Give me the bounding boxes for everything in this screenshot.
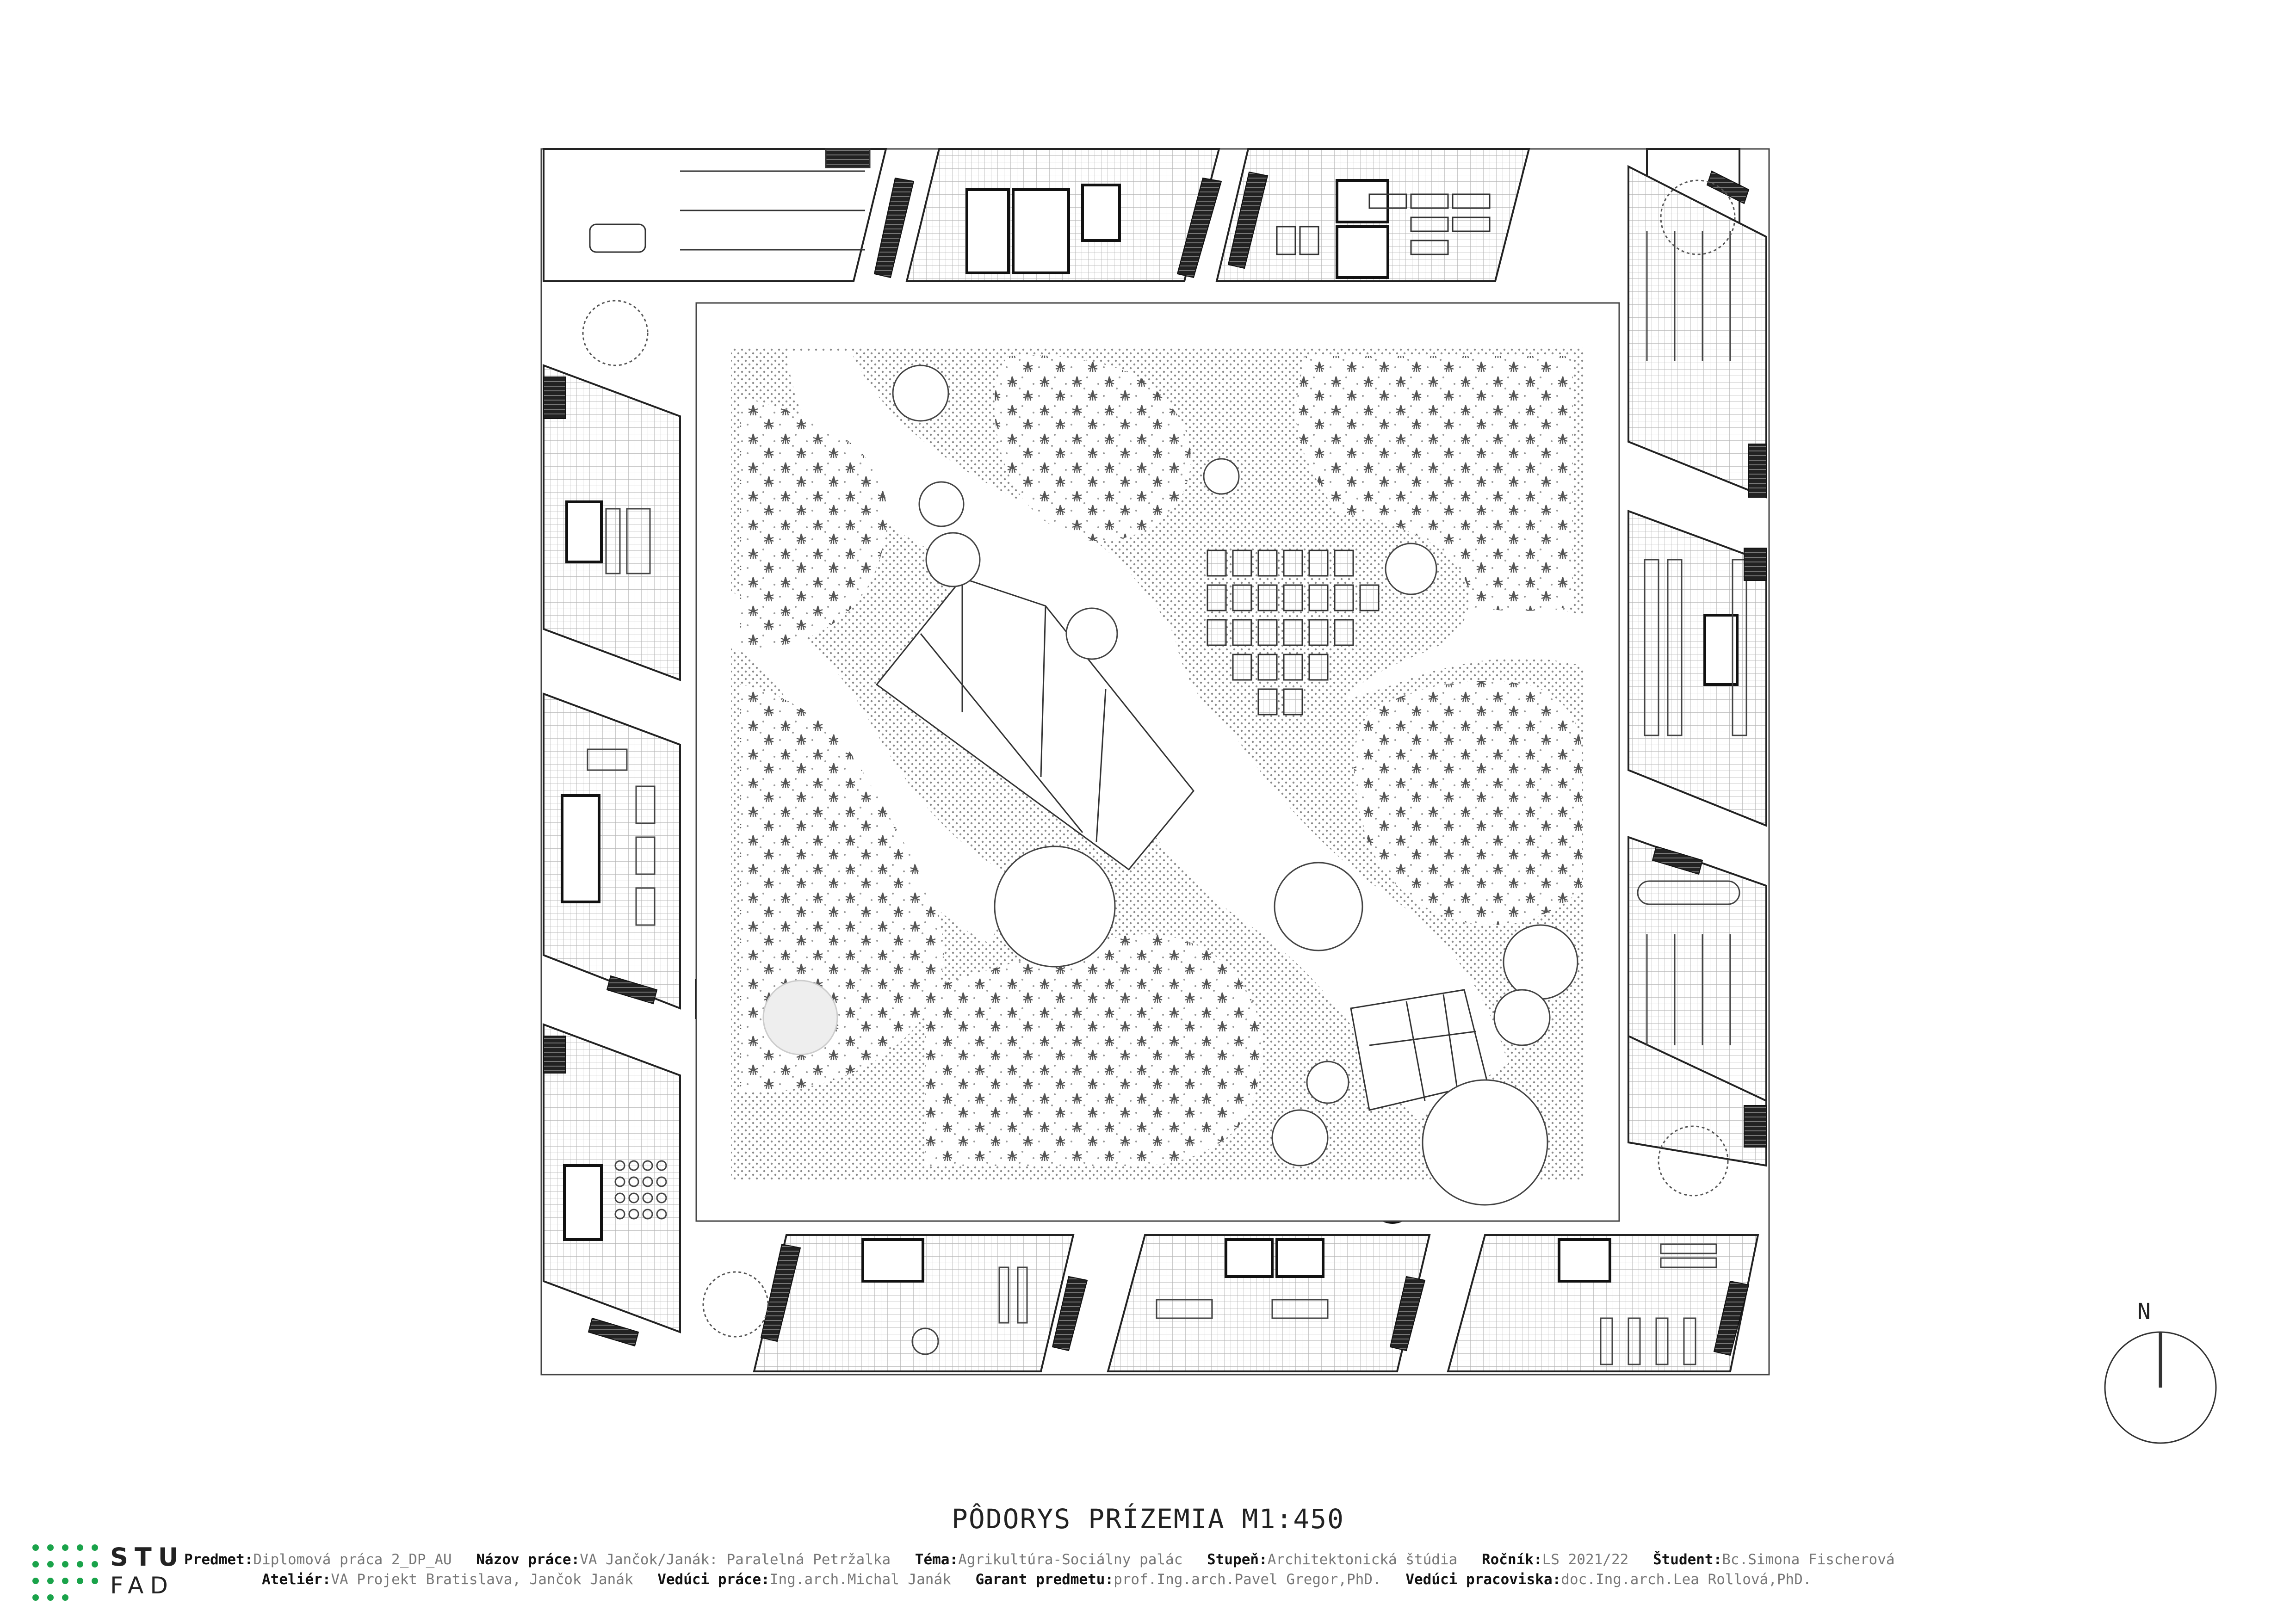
drawing-title: PÔDORYS PRÍZEMIA M1:450 [951,1503,1345,1535]
info-value: Architektonická štúdia [1267,1551,1458,1568]
info-value: doc.Ing.arch.Lea Rollová,PhD. [1561,1571,1812,1588]
bottom-cores [861,1238,1611,1283]
planted-fields [740,355,1582,1166]
left-building-row [543,364,681,1333]
outer-canopy-circles [582,179,1736,1338]
greenhouse-large [875,577,1194,871]
info-label: Ateliér: [262,1571,331,1588]
info-value: Agrikultúra-Sociálny palác [958,1551,1183,1568]
logo-dots-icon [32,1543,102,1603]
info-label: Názov práce: [476,1551,580,1568]
info-value: Ing.arch.Michal Janák [769,1571,951,1588]
info-label: Vedúci práce: [657,1571,770,1588]
tree-canopy-faded [762,980,838,1055]
info-value: LS 2021/22 [1542,1551,1629,1568]
info-label: Garant predmetu: [975,1571,1114,1588]
info-row-1: Predmet:Diplomová práca 2_DP_AU Názov pr… [184,1551,1911,1568]
left-cores [561,500,603,1241]
info-value: VA Projekt Bratislava, Jančok Janák [331,1571,633,1588]
logo-line-1: STU [110,1543,185,1572]
north-arrow [2104,1331,2217,1444]
right-core [1703,614,1739,686]
left-furniture [587,508,667,1220]
parking-area [589,148,871,253]
stu-fad-logo: STU FAD [32,1543,180,1603]
info-value: Bc.Simona Fischerová [1722,1551,1895,1568]
info-value: Diplomová práca 2_DP_AU [253,1551,452,1568]
info-label: Ročník: [1481,1551,1542,1568]
raised-beds [1207,549,1380,716]
right-furniture [1637,231,1747,1045]
top-room-cores [965,179,1389,279]
info-label: Študent: [1652,1551,1722,1568]
info-value: prof.Ing.arch.Pavel Gregor,PhD. [1114,1571,1381,1588]
info-value: VA Jančok/Janák: Paralelná Petržalka [580,1551,891,1568]
top-furniture [1276,193,1491,255]
info-label: Téma: [915,1551,959,1568]
bottom-furniture [911,1243,1717,1365]
solar-panels [543,170,1767,1356]
right-building-row [1628,165,1767,1167]
north-label: N [2137,1299,2151,1325]
info-row-2: Ateliér:VA Projekt Bratislava, Jančok Ja… [262,1571,1827,1588]
info-label: Predmet: [184,1551,254,1568]
logo-line-2: FAD [110,1572,174,1599]
bottom-building-row [753,1234,1759,1372]
tree-canopies [892,364,1578,1206]
info-label: Vedúci pracoviska: [1405,1571,1561,1588]
info-label: Stupeň: [1207,1551,1268,1568]
dining-chairs [614,1160,667,1220]
greenhouse-small [1350,989,1488,1111]
